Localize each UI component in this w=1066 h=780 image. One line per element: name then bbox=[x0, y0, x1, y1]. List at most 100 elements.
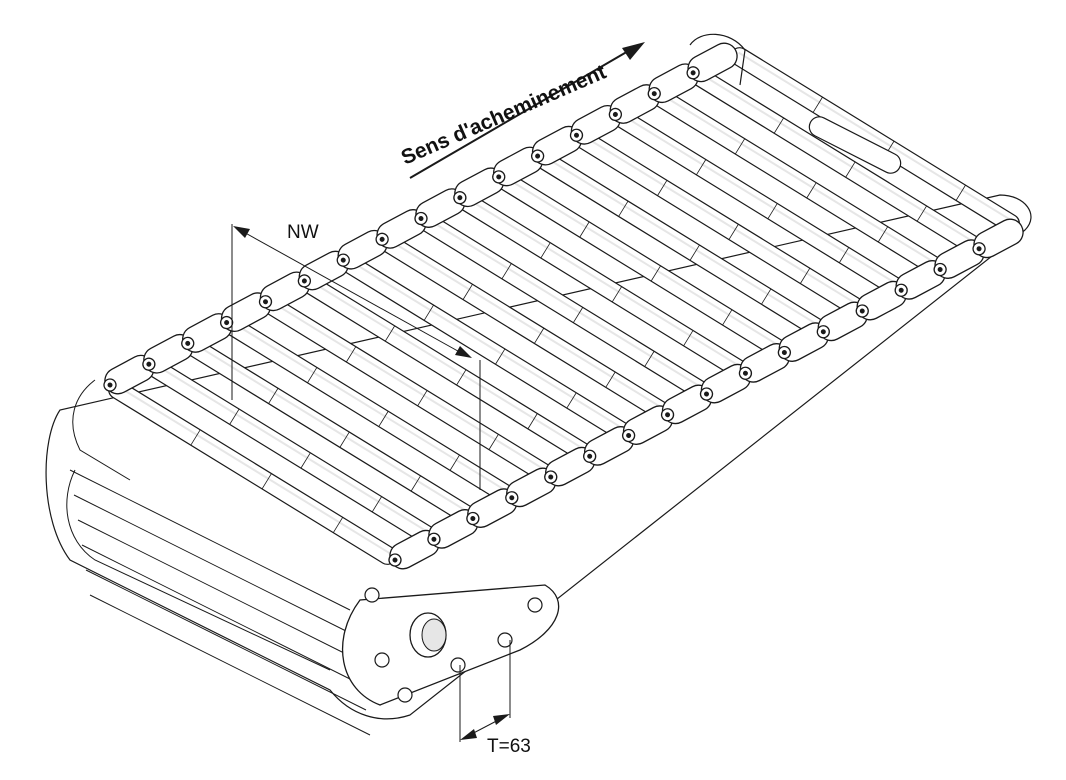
roller-segment-mark bbox=[378, 411, 389, 427]
chain-pin-center bbox=[146, 361, 152, 367]
front-chain-link bbox=[816, 301, 868, 342]
roller-segment-mark bbox=[346, 346, 357, 363]
roller-segment-mark bbox=[268, 388, 279, 404]
front-chain-link bbox=[660, 384, 713, 425]
roller-segment-mark bbox=[579, 221, 590, 238]
roller-highlight bbox=[699, 72, 977, 244]
chain-pin-center bbox=[263, 299, 268, 305]
chain-pin-center bbox=[937, 267, 943, 272]
front-chain-link bbox=[699, 363, 752, 404]
drive-housing bbox=[341, 584, 560, 706]
roller-segment-mark bbox=[605, 371, 616, 388]
roller-segment-mark bbox=[488, 434, 499, 450]
roller-segment-mark bbox=[572, 307, 584, 323]
return-roller-line bbox=[77, 519, 359, 661]
roller-segment-mark bbox=[534, 327, 545, 344]
front-chain-link bbox=[972, 218, 1024, 259]
roller-segment-mark bbox=[722, 309, 733, 326]
chain-pin-center bbox=[185, 340, 191, 346]
roller-highlight bbox=[621, 114, 899, 286]
chain-pin-center bbox=[898, 287, 904, 293]
back-chain-link bbox=[219, 292, 272, 332]
chain-pin-center bbox=[470, 516, 476, 521]
chain-pin-center bbox=[301, 278, 307, 284]
front-chain-link bbox=[777, 322, 830, 362]
roller-segment-mark bbox=[650, 265, 661, 282]
roller-segment-mark bbox=[456, 369, 467, 386]
chain-pin-center bbox=[781, 350, 787, 355]
roller-segment-mark bbox=[462, 284, 473, 300]
roller-segment-mark bbox=[566, 392, 577, 409]
return-roller-line bbox=[73, 494, 355, 636]
roller-segment-mark bbox=[761, 288, 772, 305]
roller-segment-mark bbox=[689, 244, 700, 261]
back-chain-link bbox=[258, 271, 311, 312]
direction-arrow-line bbox=[409, 49, 631, 179]
chain-pin-center bbox=[704, 391, 709, 397]
roller-highlight bbox=[116, 384, 392, 556]
front-chain-link bbox=[933, 239, 985, 279]
return-roller-line bbox=[85, 569, 367, 711]
drive-chain-pin bbox=[364, 587, 380, 603]
drive-chain-pin bbox=[497, 632, 513, 648]
chain-pin-center bbox=[665, 412, 671, 418]
pitch-label: T=63 bbox=[487, 736, 531, 757]
drive-chain-pin bbox=[527, 597, 543, 613]
roller-segment-mark bbox=[540, 242, 551, 259]
chain-pin-center bbox=[820, 329, 826, 335]
chain-pin-center bbox=[548, 474, 554, 480]
roller-segment-mark bbox=[773, 117, 784, 134]
roller-segment-mark bbox=[644, 351, 655, 367]
roller-segment-mark bbox=[877, 226, 889, 243]
direction-label: Sens d'acheminement bbox=[398, 60, 610, 169]
back-chain-link bbox=[181, 313, 233, 353]
width-dimension-line bbox=[239, 229, 466, 356]
chain-pin-center bbox=[651, 91, 657, 97]
back-chain-link bbox=[608, 84, 660, 124]
roller-segment-mark bbox=[339, 431, 350, 448]
front-chain-link bbox=[427, 509, 479, 549]
chain-pin-center bbox=[612, 111, 618, 117]
roller-highlight bbox=[504, 176, 782, 348]
chain-pin-center bbox=[431, 536, 437, 542]
end-plate-top bbox=[689, 33, 746, 86]
chain-pin-center bbox=[379, 236, 385, 242]
chain-pin-center bbox=[418, 216, 424, 221]
roller-highlight bbox=[388, 239, 665, 410]
roller-segment-mark bbox=[417, 390, 428, 407]
chain-pin-center bbox=[107, 382, 113, 388]
roller-highlight bbox=[155, 363, 431, 535]
roller-segment-mark bbox=[812, 96, 823, 113]
chain-pin-center bbox=[340, 257, 346, 263]
roller-segment-mark bbox=[696, 159, 707, 176]
back-chain-link bbox=[686, 42, 738, 83]
roller-segment-mark bbox=[501, 263, 512, 280]
roller-segment-mark bbox=[307, 367, 318, 383]
roller-segment-mark bbox=[916, 205, 927, 222]
width-arrow-right bbox=[455, 346, 472, 358]
roller-segment-mark bbox=[384, 325, 396, 342]
front-chain-link bbox=[738, 343, 791, 383]
chain-pin-center bbox=[587, 453, 593, 459]
chain-pin-center bbox=[392, 557, 398, 563]
frame-outline bbox=[45, 194, 1032, 720]
return-roller-line bbox=[89, 594, 371, 736]
return-roller-line bbox=[69, 469, 351, 611]
roller-highlight bbox=[271, 301, 548, 473]
back-chain-link bbox=[336, 229, 388, 270]
roller-segment-mark bbox=[190, 429, 201, 446]
roller-highlight bbox=[232, 322, 509, 493]
roller-highlight bbox=[660, 93, 938, 265]
frame-side-plate bbox=[66, 469, 331, 671]
roller-segment-mark bbox=[332, 517, 344, 533]
chain-pin-center bbox=[690, 70, 696, 76]
chain-pin-center bbox=[742, 370, 748, 376]
roller-highlight bbox=[193, 343, 470, 514]
roller-segment-mark bbox=[449, 454, 460, 471]
chain-pin-center bbox=[859, 308, 865, 314]
chain-pin-center bbox=[496, 174, 502, 180]
roller-segment-mark bbox=[371, 496, 382, 513]
roller-segment-mark bbox=[845, 161, 856, 178]
chain-pin-center bbox=[976, 246, 982, 252]
